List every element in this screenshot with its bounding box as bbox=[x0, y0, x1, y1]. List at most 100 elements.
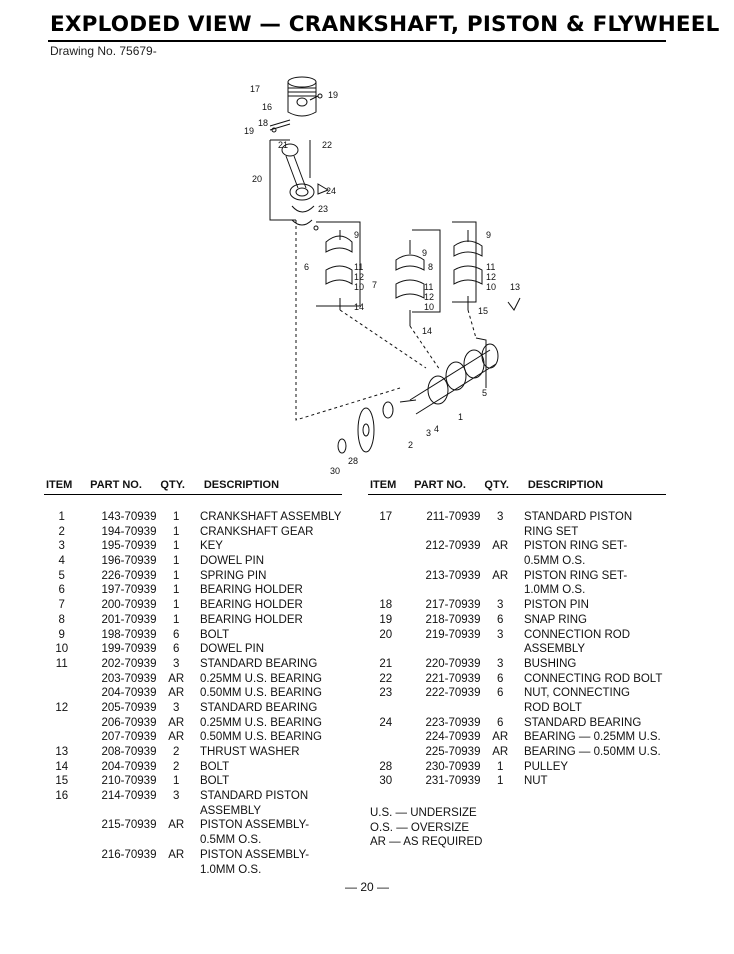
item-cell bbox=[44, 833, 80, 848]
callout-label: 30 bbox=[330, 466, 340, 476]
item-cell bbox=[44, 686, 80, 701]
connecting-rod-drawing bbox=[269, 139, 330, 231]
item-cell: 17 bbox=[379, 511, 393, 523]
description-cell: 0.5MM O.S. bbox=[199, 834, 262, 847]
qty-cell bbox=[480, 583, 519, 598]
qty-cell: 3 bbox=[497, 657, 504, 670]
item-cell: 6 bbox=[58, 584, 65, 597]
part-no-cell: 221-70939 bbox=[425, 672, 481, 685]
header-item: ITEM bbox=[46, 479, 73, 491]
item-cell bbox=[368, 730, 404, 745]
qty-cell: 2 bbox=[173, 760, 180, 773]
part-no-cell: 224-70939 bbox=[425, 731, 481, 744]
part-no-cell: 204-70939 bbox=[101, 687, 157, 700]
description-cell: STANDARD BEARING bbox=[199, 657, 318, 670]
item-cell: 20 bbox=[379, 628, 393, 641]
item-cell bbox=[44, 818, 80, 833]
part-no-cell: 201-70939 bbox=[101, 613, 157, 626]
callout-label: 11 bbox=[486, 262, 495, 272]
part-no-cell: 210-70939 bbox=[101, 775, 157, 788]
title-rule bbox=[48, 40, 666, 42]
callout-label: 15 bbox=[478, 306, 488, 316]
description-cell: KEY bbox=[199, 540, 223, 553]
item-cell bbox=[368, 554, 404, 569]
part-no-cell bbox=[404, 554, 481, 569]
item-cell: 8 bbox=[58, 613, 65, 626]
description-cell: DOWEL PIN bbox=[199, 643, 265, 656]
item-cell: 9 bbox=[58, 628, 65, 641]
part-no-cell: 208-70939 bbox=[101, 746, 157, 758]
description-cell: PISTON ASSEMBLY- bbox=[199, 819, 310, 832]
callout-label: 11 bbox=[354, 262, 363, 272]
item-cell: 15 bbox=[55, 775, 69, 788]
header-qty: QTY. bbox=[484, 479, 509, 491]
table-header: ITEM PART NO. QTY. DESCRIPTION bbox=[368, 478, 666, 495]
description-cell: NUT, CONNECTING bbox=[523, 687, 630, 700]
qty-cell: 6 bbox=[497, 716, 504, 729]
qty-cell bbox=[156, 863, 195, 878]
part-no-cell: 215-70939 bbox=[101, 819, 157, 832]
description-cell: PISTON RING SET- bbox=[523, 540, 628, 553]
callout-label: 14 bbox=[422, 326, 432, 336]
item-cell: 22 bbox=[379, 672, 393, 685]
qty-cell bbox=[156, 833, 195, 848]
description-cell: CONNECTING ROD BOLT bbox=[523, 672, 663, 685]
item-cell: 5 bbox=[58, 569, 65, 582]
description-cell: CONNECTION ROD bbox=[523, 628, 630, 641]
callout-label: 28 bbox=[348, 456, 358, 466]
description-cell: ROD BOLT bbox=[523, 701, 582, 714]
callout-label: 10 bbox=[354, 282, 364, 292]
callout-label: 6 bbox=[304, 262, 309, 272]
item-cell bbox=[368, 539, 404, 554]
description-cell: SNAP RING bbox=[523, 613, 587, 626]
item-cell: 7 bbox=[58, 599, 65, 612]
description-cell: 0.25MM U.S. BEARING bbox=[199, 716, 322, 729]
part-no-cell: 219-70939 bbox=[425, 628, 481, 641]
description-cell: RING SET bbox=[523, 525, 579, 538]
part-no-cell: 196-70939 bbox=[101, 555, 157, 568]
part-no-cell bbox=[404, 642, 481, 657]
callout-labels: 17 19 16 18 19 21 22 20 24 23 9 6 11 12 … bbox=[244, 84, 520, 476]
qty-cell: 1 bbox=[173, 511, 180, 523]
description-cell: THRUST WASHER bbox=[199, 746, 300, 758]
description-cell: BOLT bbox=[199, 775, 230, 788]
callout-label: 10 bbox=[424, 302, 434, 312]
leader-lines bbox=[295, 220, 477, 421]
abbreviation-legend: U.S. — UNDERSIZE O.S. — OVERSIZE AR — AS… bbox=[370, 806, 482, 850]
piston-drawing bbox=[269, 76, 323, 133]
description-cell: STANDARD BEARING bbox=[199, 701, 318, 714]
item-cell bbox=[368, 525, 404, 540]
part-no-cell bbox=[404, 701, 481, 716]
description-cell: BEARING — 0.50MM U.S. bbox=[523, 746, 661, 758]
qty-cell: AR bbox=[168, 848, 185, 861]
description-cell: 1.0MM O.S. bbox=[199, 863, 262, 876]
part-no-cell: 220-70939 bbox=[425, 657, 481, 670]
item-cell: 18 bbox=[379, 599, 393, 612]
description-cell: CRANKSHAFT GEAR bbox=[199, 525, 314, 538]
part-no-cell: 217-70939 bbox=[425, 599, 481, 612]
part-no-cell bbox=[404, 525, 481, 540]
part-no-cell: 223-70939 bbox=[425, 716, 481, 729]
description-cell: STANDARD BEARING bbox=[523, 716, 642, 729]
part-no-cell: 230-70939 bbox=[425, 760, 481, 773]
callout-label: 13 bbox=[510, 282, 520, 292]
item-cell bbox=[368, 642, 404, 657]
callout-label: 9 bbox=[486, 230, 491, 240]
qty-cell: 1 bbox=[497, 775, 504, 788]
page-number: — 20 — bbox=[344, 880, 389, 894]
part-no-cell: 195-70939 bbox=[101, 540, 157, 553]
callout-label: 17 bbox=[250, 84, 260, 94]
qty-cell: 1 bbox=[497, 760, 504, 773]
qty-cell: AR bbox=[492, 569, 509, 582]
description-cell: BEARING — 0.25MM U.S. bbox=[523, 731, 661, 744]
